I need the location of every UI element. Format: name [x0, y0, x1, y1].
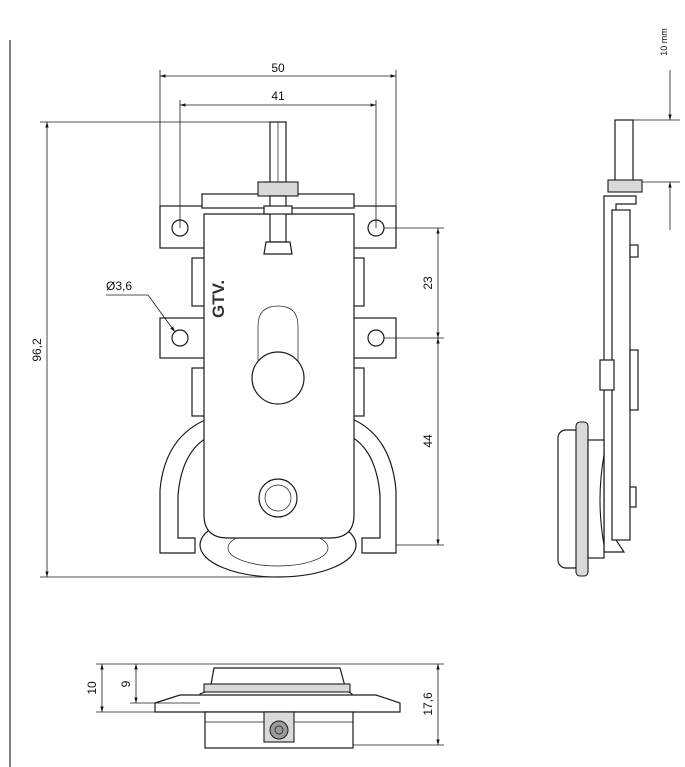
dim-total-height: 96,2: [30, 338, 44, 362]
wheel-housing: [159, 417, 211, 554]
side-tab-c: [629, 486, 637, 508]
side-wheel-hub: [587, 439, 605, 559]
front-dimensions: 50 41 96,2 23 44 Ø3,6: [30, 61, 444, 578]
mounting-hole-bottom-left: [171, 329, 189, 347]
bottom-pin-head: [269, 720, 289, 740]
side-hex-nut: [607, 179, 643, 193]
bottom-wheel-band: [203, 683, 351, 693]
dim-overall-width: 50: [271, 61, 285, 75]
dim-side-pin-length: 10 mm: [659, 28, 669, 56]
dim-hole-diameter: Ø3,6: [106, 279, 132, 293]
hex-nut: [257, 181, 299, 197]
dim-hole-span: 41: [271, 89, 285, 103]
dim-bottom-offset-inner: 9: [119, 680, 133, 687]
adjustment-slot: [257, 305, 299, 369]
side-housing-curve: [599, 454, 605, 546]
side-view: [557, 119, 643, 577]
side-dimensions: 10 mm: [633, 28, 680, 230]
front-view: GTV.: [159, 121, 397, 578]
bottom-dimensions: 10 9 17,6: [85, 663, 444, 746]
dim-bottom-offset-outer: 10: [85, 681, 99, 695]
mounting-hole-bottom-right: [367, 329, 385, 347]
wheel-housing-right: [349, 417, 397, 554]
side-tab-a: [629, 244, 639, 258]
pin-shaft: [269, 195, 287, 243]
bottom-plate: [154, 694, 401, 713]
lower-bolt-outer: [258, 478, 298, 518]
brand-logo: GTV.: [209, 280, 228, 318]
side-body: [611, 209, 631, 541]
side-wheel-rim: [575, 421, 589, 577]
side-knob: [599, 359, 615, 391]
lower-bolt-inner: [264, 484, 292, 512]
pin-base: [263, 241, 293, 255]
dim-lower-spacing: 44: [421, 434, 435, 448]
adjuster-knob: [251, 351, 305, 405]
pin-collar: [263, 205, 293, 215]
side-pin: [614, 119, 634, 183]
dim-bottom-depth: 17,6: [421, 692, 435, 716]
bottom-view: [154, 667, 401, 749]
dim-upper-spacing: 23: [421, 276, 435, 290]
side-tab-b: [629, 349, 639, 411]
